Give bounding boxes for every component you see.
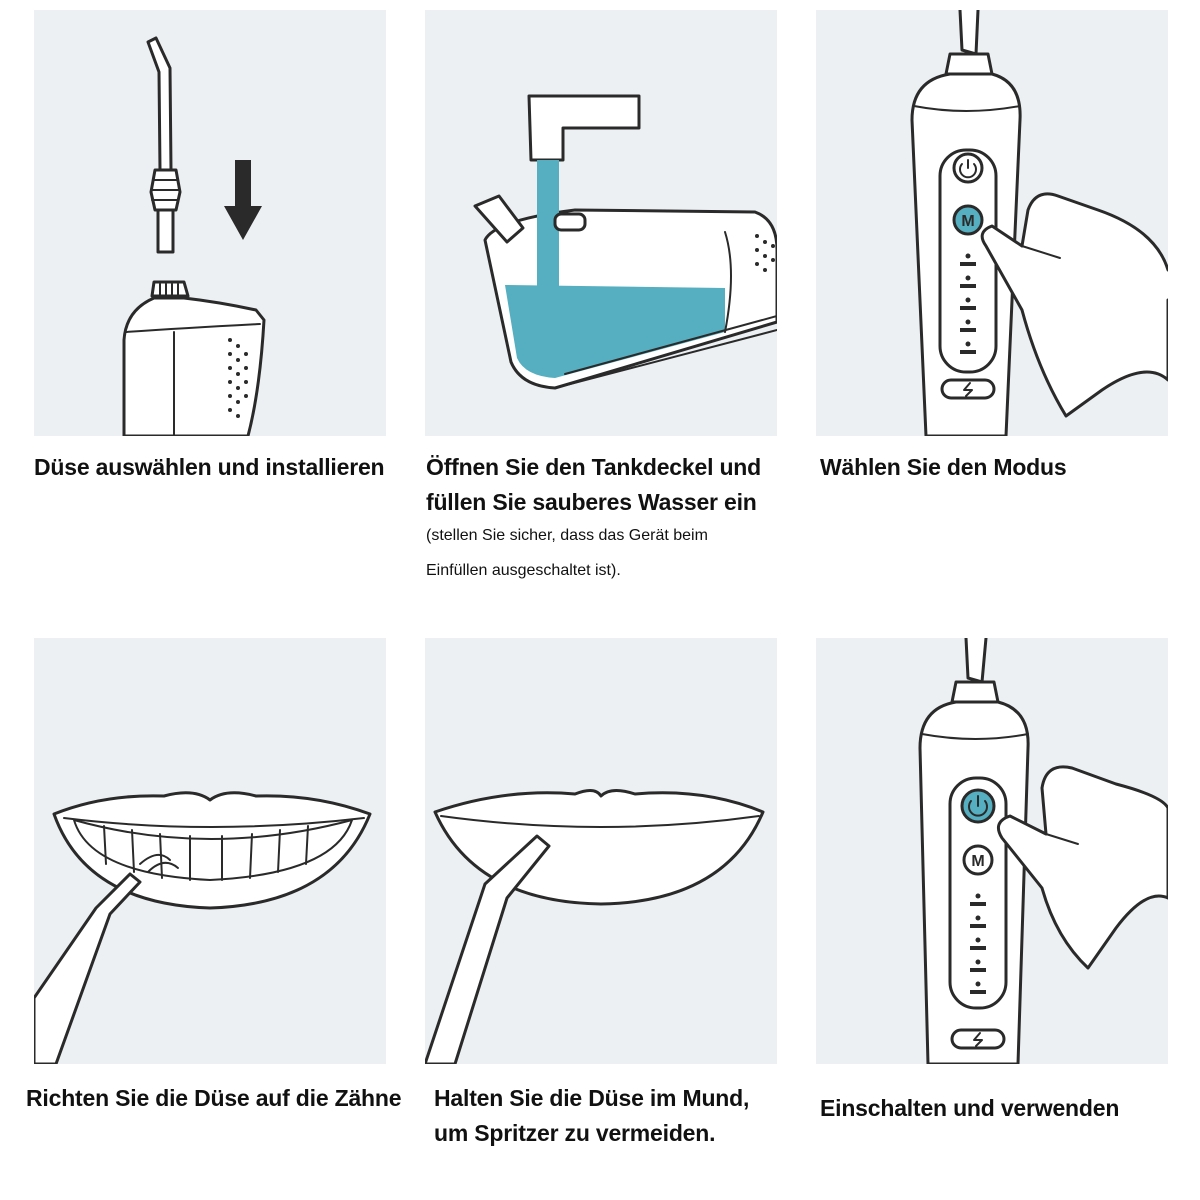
select-mode-drawing: M xyxy=(910,10,1168,436)
mode-button-label: M xyxy=(961,213,974,230)
vent-dots xyxy=(755,234,775,272)
nozzle xyxy=(34,872,142,1064)
illustration-aim-at-teeth xyxy=(34,638,386,1064)
mode-button xyxy=(952,204,984,236)
mode-indicator-lights xyxy=(970,893,986,994)
power-on-drawing: M xyxy=(918,638,1168,1064)
illustration-select-mode: M xyxy=(816,10,1168,436)
mode-button xyxy=(962,844,994,876)
hand xyxy=(996,765,1168,970)
teeth xyxy=(73,819,353,881)
step-1-caption: Düse auswählen und installieren xyxy=(34,450,385,485)
nozzle xyxy=(958,10,980,56)
hand xyxy=(980,192,1168,418)
caption-line: Halten Sie die Düse im Mund, xyxy=(434,1085,750,1111)
mode-indicator-lights xyxy=(960,253,976,354)
control-panel xyxy=(948,776,1008,1010)
fill-tank-drawing xyxy=(473,94,777,390)
illustration-power-on: M xyxy=(816,638,1168,1064)
nozzle-stem xyxy=(156,208,175,254)
tank-lid xyxy=(473,194,525,244)
water-fill xyxy=(505,285,725,378)
nozzle-mouth-drawing xyxy=(425,789,765,1064)
tank-opening xyxy=(553,212,587,232)
caption-line: Wählen Sie den Modus xyxy=(820,454,1067,480)
note-line: (stellen Sie sicher, dass das Gerät beim xyxy=(426,527,708,544)
step-6-caption: Einschalten und verwenden xyxy=(820,1091,1119,1126)
faucet xyxy=(527,94,641,162)
nozzle-install-drawing xyxy=(122,36,266,436)
device-body xyxy=(122,296,266,436)
caption-line: um Spritzer zu vermeiden. xyxy=(434,1120,716,1146)
caption-line: füllen Sie sauberes Wasser ein xyxy=(426,489,757,515)
caption-line: Öffnen Sie den Tankdeckel und xyxy=(426,454,761,480)
step-3-caption: Wählen Sie den Modus xyxy=(820,450,1067,485)
illustration-nozzle-in-mouth xyxy=(425,638,777,1064)
aim-teeth-drawing xyxy=(34,791,372,1064)
nozzle-socket xyxy=(150,280,190,298)
illustration-fill-tank xyxy=(425,10,777,436)
speaker-dots xyxy=(228,338,248,418)
step-2-note: (stellen Sie sicher, dass das Gerät beim… xyxy=(426,518,708,588)
step-2-caption: Öffnen Sie den Tankdeckel und füllen Sie… xyxy=(426,450,761,520)
down-arrow-icon xyxy=(224,160,262,240)
caption-line: Richten Sie die Düse auf die Zähne xyxy=(26,1085,402,1111)
water-jet-icon xyxy=(139,853,179,873)
nozzle xyxy=(425,834,551,1064)
caption-line: Düse auswählen und installieren xyxy=(34,454,385,480)
step-5-caption: Halten Sie die Düse im Mund, um Spritzer… xyxy=(434,1081,749,1151)
nozzle-tip xyxy=(146,36,173,172)
step-4-caption: Richten Sie die Düse auf die Zähne xyxy=(26,1081,402,1116)
illustration-install-nozzle xyxy=(34,10,386,436)
nozzle xyxy=(964,638,988,684)
mode-button-label: M xyxy=(971,853,984,870)
note-line: Einfüllen ausgeschaltet ist). xyxy=(426,562,621,579)
caption-line: Einschalten und verwenden xyxy=(820,1095,1120,1121)
